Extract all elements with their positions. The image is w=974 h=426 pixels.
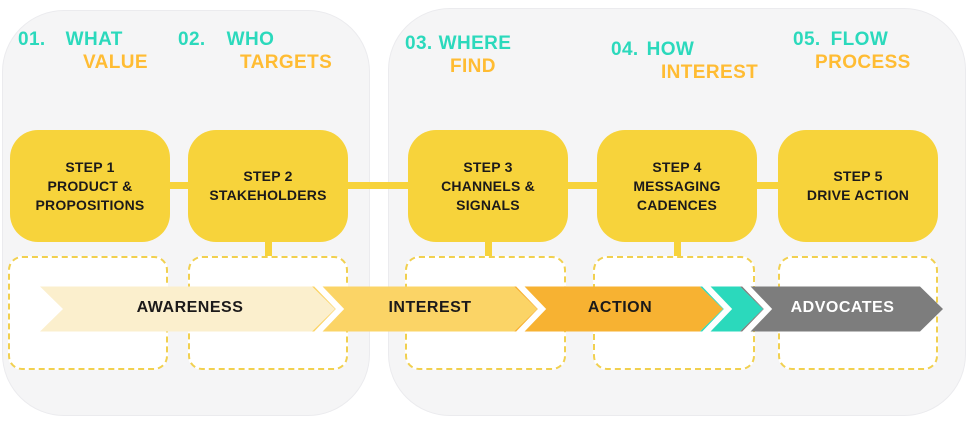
connector-step2-slot [265, 242, 272, 256]
connector-step4-slot [674, 242, 681, 256]
section-number: 01. [18, 29, 46, 50]
funnel-separator-4 [741, 286, 773, 332]
step-5-box: STEP 5 DRIVE ACTION [778, 130, 938, 242]
section-header-2: 02. WHO TARGETS [178, 28, 332, 74]
section-header-2-line1: 02. WHO [178, 28, 332, 51]
section-number: 05. [793, 29, 821, 50]
step-4-subtitle: MESSAGING [633, 177, 721, 194]
section-word2: PROCESS [815, 52, 911, 73]
step-1-subtitle: PRODUCT & [47, 177, 133, 194]
funnel-separator-1 [313, 286, 345, 332]
step-5-title: STEP 5 [833, 168, 883, 184]
step-1-title: STEP 1 [65, 158, 115, 175]
step-3-title: STEP 3 [463, 158, 513, 175]
step-2-box: STEP 2 STAKEHOLDERS [188, 130, 348, 242]
section-header-3: 03.WHERE FIND [405, 32, 511, 78]
section-header-5-line1: 05. FLOW [793, 28, 911, 51]
section-header-1: 01. WHAT VALUE [18, 28, 148, 74]
step-1-subtitle2: PROPOSITIONS [35, 196, 145, 213]
section-number: 03. [405, 33, 433, 54]
step-4-subtitle2: CADENCES [636, 196, 718, 213]
section-word1: WHERE [438, 33, 512, 54]
step-3-text: STEP 3 CHANNELS & SIGNALS [441, 158, 535, 215]
step-4-box: STEP 4 MESSAGING CADENCES [597, 130, 757, 242]
section-word1: WHAT [65, 29, 123, 50]
step-2-text: STEP 2 STAKEHOLDERS [209, 167, 326, 205]
step-2-subtitle: STAKEHOLDERS [209, 187, 327, 203]
step-5-text: STEP 5 DRIVE ACTION [807, 167, 909, 205]
connector-step3-step4 [568, 182, 597, 189]
section-header-4: 04. HOW INTEREST [611, 38, 758, 84]
funnel-separator-3 [701, 286, 733, 332]
funnel-stage-action-shape [514, 286, 723, 332]
step-3-subtitle: CHANNELS & [441, 177, 535, 194]
step-2-title: STEP 2 [243, 168, 293, 184]
connector-step1-step2 [170, 182, 188, 189]
funnel-stage-interest-shape [312, 286, 537, 332]
connector-step3-slot [485, 242, 492, 256]
step-1-box: STEP 1 PRODUCT & PROPOSITIONS [10, 130, 170, 242]
step-1-text: STEP 1 PRODUCT & PROPOSITIONS [36, 158, 145, 215]
step-3-subtitle2: SIGNALS [456, 196, 520, 213]
connector-step2-step3 [348, 182, 408, 189]
section-word2: INTEREST [661, 62, 759, 83]
step-3-box: STEP 3 CHANNELS & SIGNALS [408, 130, 568, 242]
section-word1: HOW [646, 39, 695, 60]
funnel-label-awareness: AWARENESS [136, 299, 244, 316]
connector-step4-step5 [757, 182, 778, 189]
section-header-3-line1: 03.WHERE [405, 32, 511, 55]
section-word2: TARGETS [240, 52, 333, 73]
funnel-stage-advocates-shape [740, 286, 943, 332]
section-word2: VALUE [83, 52, 148, 73]
funnel-label-action: ACTION [587, 299, 653, 316]
step-5-subtitle: DRIVE ACTION [806, 187, 910, 203]
funnel-stage-awareness-shape [40, 286, 335, 332]
section-word1: WHO [226, 29, 275, 50]
section-number: 04. [611, 39, 639, 60]
section-header-1-line1: 01. WHAT [18, 28, 148, 51]
step-4-text: STEP 4 MESSAGING CADENCES [633, 158, 720, 215]
section-word2: FIND [450, 56, 496, 77]
funnel-arrow-banner [40, 286, 943, 332]
section-number: 02. [178, 29, 206, 50]
section-word1: FLOW [830, 29, 889, 50]
step-4-title: STEP 4 [652, 158, 702, 175]
funnel-label-interest: INTEREST [388, 299, 472, 316]
section-header-5: 05. FLOW PROCESS [793, 28, 911, 74]
section-header-4-line1: 04. HOW [611, 38, 758, 61]
funnel-label-advocates: ADVOCATES [790, 299, 895, 316]
funnel-separator-2 [515, 286, 547, 332]
